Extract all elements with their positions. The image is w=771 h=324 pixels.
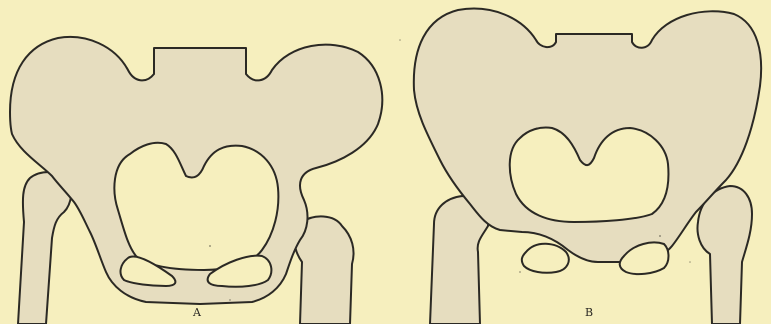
- panel-b-left-obturator: [522, 244, 569, 273]
- panel-label-a: A: [193, 306, 202, 319]
- panel-label-b: B: [585, 306, 594, 319]
